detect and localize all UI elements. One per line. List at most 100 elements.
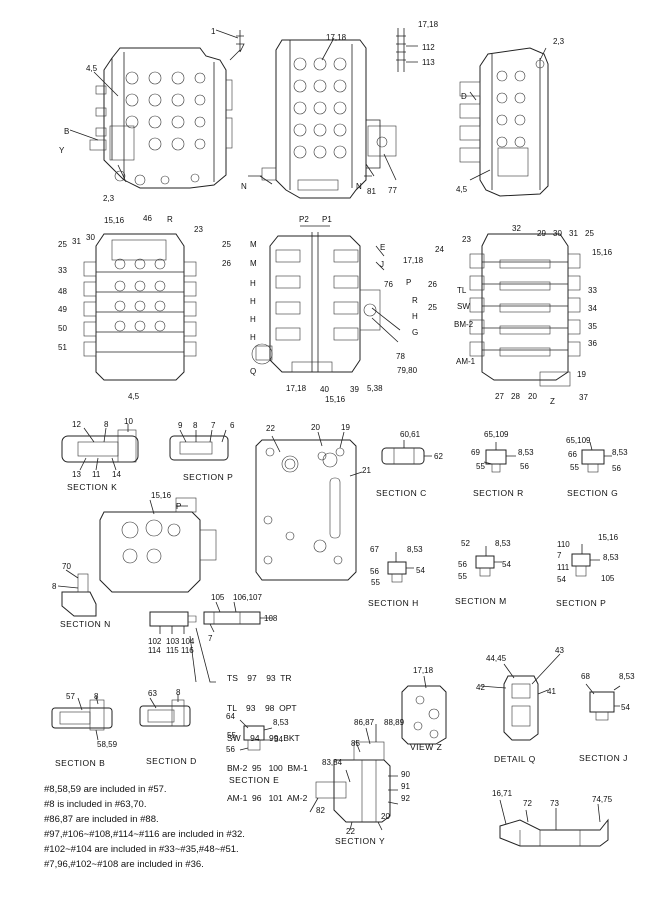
callout-91: 20 (311, 423, 320, 432)
callout-31: 4,5 (128, 392, 140, 401)
callout-73: 36 (588, 339, 597, 348)
callout-86: 9 (178, 421, 183, 430)
callout-100: 56 (520, 462, 529, 471)
callout-70: BM-2 (454, 320, 474, 329)
callout-139: 58,59 (97, 740, 118, 749)
note-line: #7,96,#102~#108 are included in #36. (44, 859, 204, 870)
caption-section-c: SECTION C (376, 488, 427, 498)
callout-143: 8,53 (273, 718, 289, 727)
callout-111: 8,53 (407, 545, 423, 554)
callout-95: 62 (434, 452, 443, 461)
callout-2: 17,18 (326, 33, 347, 42)
callout-62: 23 (462, 235, 471, 244)
callout-58: 31 (569, 229, 578, 238)
callout-21: 31 (72, 237, 81, 246)
caption-section-g: SECTION G (567, 488, 619, 498)
callout-52: 15,16 (325, 395, 346, 404)
caption-section-y: SECTION Y (335, 836, 386, 846)
valve-front-view-1 (69, 29, 245, 189)
caption-section-b: SECTION B (55, 758, 106, 768)
callout-112: 56 (370, 567, 379, 576)
callout-68: SW (457, 302, 470, 311)
callout-96: 65,109 (484, 430, 509, 439)
callout-10: 2,3 (103, 194, 115, 203)
callout-59: 25 (585, 229, 594, 238)
callout-103: 8,53 (612, 448, 628, 457)
callout-85: 14 (112, 470, 121, 479)
callout-151: 83,84 (322, 758, 343, 767)
callout-121: 15,16 (598, 533, 619, 542)
valve-section-left (83, 233, 197, 381)
callout-138: 8 (94, 692, 99, 701)
callout-110: 67 (370, 545, 379, 554)
callout-106: 15,16 (151, 491, 172, 500)
caption-section-p2: SECTION P (556, 598, 607, 608)
callout-9: Y (59, 146, 65, 155)
callout-22: 30 (86, 233, 95, 242)
callout-76: 20 (528, 392, 537, 401)
callout-33: P1 (322, 215, 332, 224)
spool-table-row: SW 94 99 BKT (227, 733, 300, 743)
spool-assembly-drawing (149, 601, 272, 683)
section-r-drawing (483, 442, 516, 473)
callout-34: M (250, 240, 257, 249)
callout-28: 49 (58, 305, 67, 314)
callout-61: 24 (435, 245, 444, 254)
note-line: #86,87 are included in #88. (44, 814, 159, 825)
spool-table-row: AM-1 96 101 AM-2 (227, 793, 308, 803)
callout-5: 113 (422, 58, 435, 67)
caption-view-z: VIEW Z (410, 742, 443, 752)
callout-30: 51 (58, 343, 67, 352)
section-j-drawing (585, 683, 621, 721)
callout-157: 20 (381, 812, 390, 821)
callout-20: 25 (58, 240, 67, 249)
callout-123: 8,53 (603, 553, 619, 562)
callout-17: 15,16 (104, 216, 125, 225)
callout-3: 17,18 (418, 20, 439, 29)
callout-99: 55 (476, 462, 485, 471)
note-line: #8,58,59 are included in #57. (44, 784, 167, 795)
linkage-drawing (499, 799, 609, 847)
valve-section-right (469, 233, 581, 387)
callout-56: 29 (537, 229, 546, 238)
section-c-drawing (381, 440, 432, 465)
callout-114: 55 (371, 578, 380, 587)
callout-39: H (250, 333, 256, 342)
callout-98: 8,53 (518, 448, 534, 457)
callout-4: 112 (422, 43, 435, 52)
callout-117: 56 (458, 560, 467, 569)
callout-80: 12 (72, 420, 81, 429)
callout-88: 7 (211, 421, 216, 430)
callout-122: 7 (557, 551, 562, 560)
section-b-drawing (51, 695, 113, 741)
callout-135: 116 (181, 646, 194, 655)
callout-136: 7 (208, 634, 213, 643)
callout-77: 19 (577, 370, 586, 379)
callout-40: E (380, 243, 386, 252)
callout-142: 64 (226, 712, 235, 721)
note-line: #102~#104 are included in #33~#35,#48~#5… (44, 844, 239, 855)
note-line: #97,#106~#108,#114~#116 are included in … (44, 829, 245, 840)
section-y-drawing (309, 724, 399, 831)
caption-section-n: SECTION N (60, 619, 111, 629)
callout-74: 27 (495, 392, 504, 401)
callout-168: 74,75 (592, 795, 613, 804)
callout-57: 30 (553, 229, 562, 238)
callout-24: 25 (222, 240, 231, 249)
callout-166: 72 (523, 799, 532, 808)
callout-92: 19 (341, 423, 350, 432)
callout-101: 65,109 (566, 436, 591, 445)
callout-63: 15,16 (592, 248, 613, 257)
callout-119: 55 (458, 572, 467, 581)
callout-155: 82 (316, 806, 325, 815)
callout-72: AM-1 (456, 357, 476, 366)
callout-46: G (412, 328, 419, 337)
callout-84: 11 (92, 470, 101, 479)
sections-h-m-p-drawings (387, 544, 600, 583)
callout-6: 2,3 (553, 37, 565, 46)
spool-table-row: TS 97 93 TR (227, 673, 292, 683)
callout-158: 44,45 (486, 654, 507, 663)
callout-134: 115 (166, 646, 179, 655)
callout-14: 77 (388, 186, 397, 195)
